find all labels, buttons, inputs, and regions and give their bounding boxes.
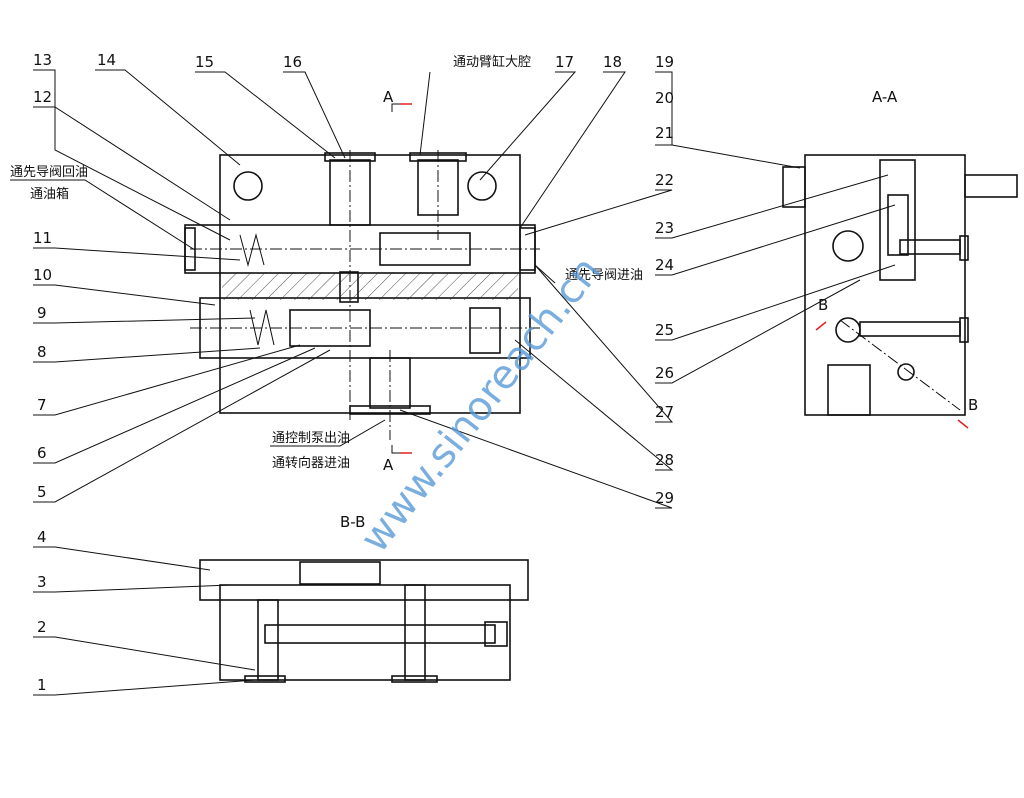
part-24: 24 xyxy=(655,256,674,274)
part-9: 9 xyxy=(37,304,47,322)
part-25: 25 xyxy=(655,321,674,339)
part-6: 6 xyxy=(37,444,47,462)
part-8: 8 xyxy=(37,343,47,361)
section-title-aa: A-A xyxy=(872,88,898,106)
part-19: 19 xyxy=(655,53,674,71)
part-18: 18 xyxy=(603,53,622,71)
part-20: 20 xyxy=(655,89,674,107)
annotation-pump-outlet: 通控制泵出油 xyxy=(272,431,350,446)
section-bb-view xyxy=(199,559,529,683)
part-29: 29 xyxy=(655,489,674,507)
part-26: 26 xyxy=(655,364,674,382)
part-14: 14 xyxy=(97,51,116,69)
section-marker-a-top: A xyxy=(383,88,394,106)
annotation-to-tank: 通油箱 xyxy=(30,186,69,202)
annotation-boom-cylinder: 通动臂缸大腔 xyxy=(453,54,531,70)
part-21: 21 xyxy=(655,124,674,142)
part-2: 2 xyxy=(37,618,47,636)
part-16: 16 xyxy=(283,53,302,71)
leader-lines xyxy=(10,69,896,696)
part-28: 28 xyxy=(655,451,674,469)
section-aa-view xyxy=(782,154,1018,429)
section-marker-a-bottom: A xyxy=(383,456,394,474)
part-number-labels: 1 2 3 4 5 6 7 8 9 10 11 12 13 14 15 16 1… xyxy=(33,51,674,694)
section-marker-b-left: B xyxy=(818,296,828,314)
part-15: 15 xyxy=(195,53,214,71)
section-title-bb: B-B xyxy=(340,513,365,531)
part-1: 1 xyxy=(37,676,47,694)
part-3: 3 xyxy=(37,573,47,591)
part-27: 27 xyxy=(655,403,674,421)
section-marker-b-right: B xyxy=(968,396,978,414)
annotation-pilot-inlet: 通先导阀进油 xyxy=(565,268,643,283)
part-12: 12 xyxy=(33,88,52,106)
part-13: 13 xyxy=(33,51,52,69)
part-7: 7 xyxy=(37,396,47,414)
part-11: 11 xyxy=(33,229,52,247)
part-22: 22 xyxy=(655,171,674,189)
part-5: 5 xyxy=(37,483,47,501)
part-4: 4 xyxy=(37,528,47,546)
part-10: 10 xyxy=(33,266,52,284)
part-23: 23 xyxy=(655,219,674,237)
main-view xyxy=(184,150,540,440)
annotation-steering-inlet: 通转向器进油 xyxy=(272,455,350,471)
annotation-pilot-return: 通先导阀回油 xyxy=(10,165,88,180)
part-17: 17 xyxy=(555,53,574,71)
